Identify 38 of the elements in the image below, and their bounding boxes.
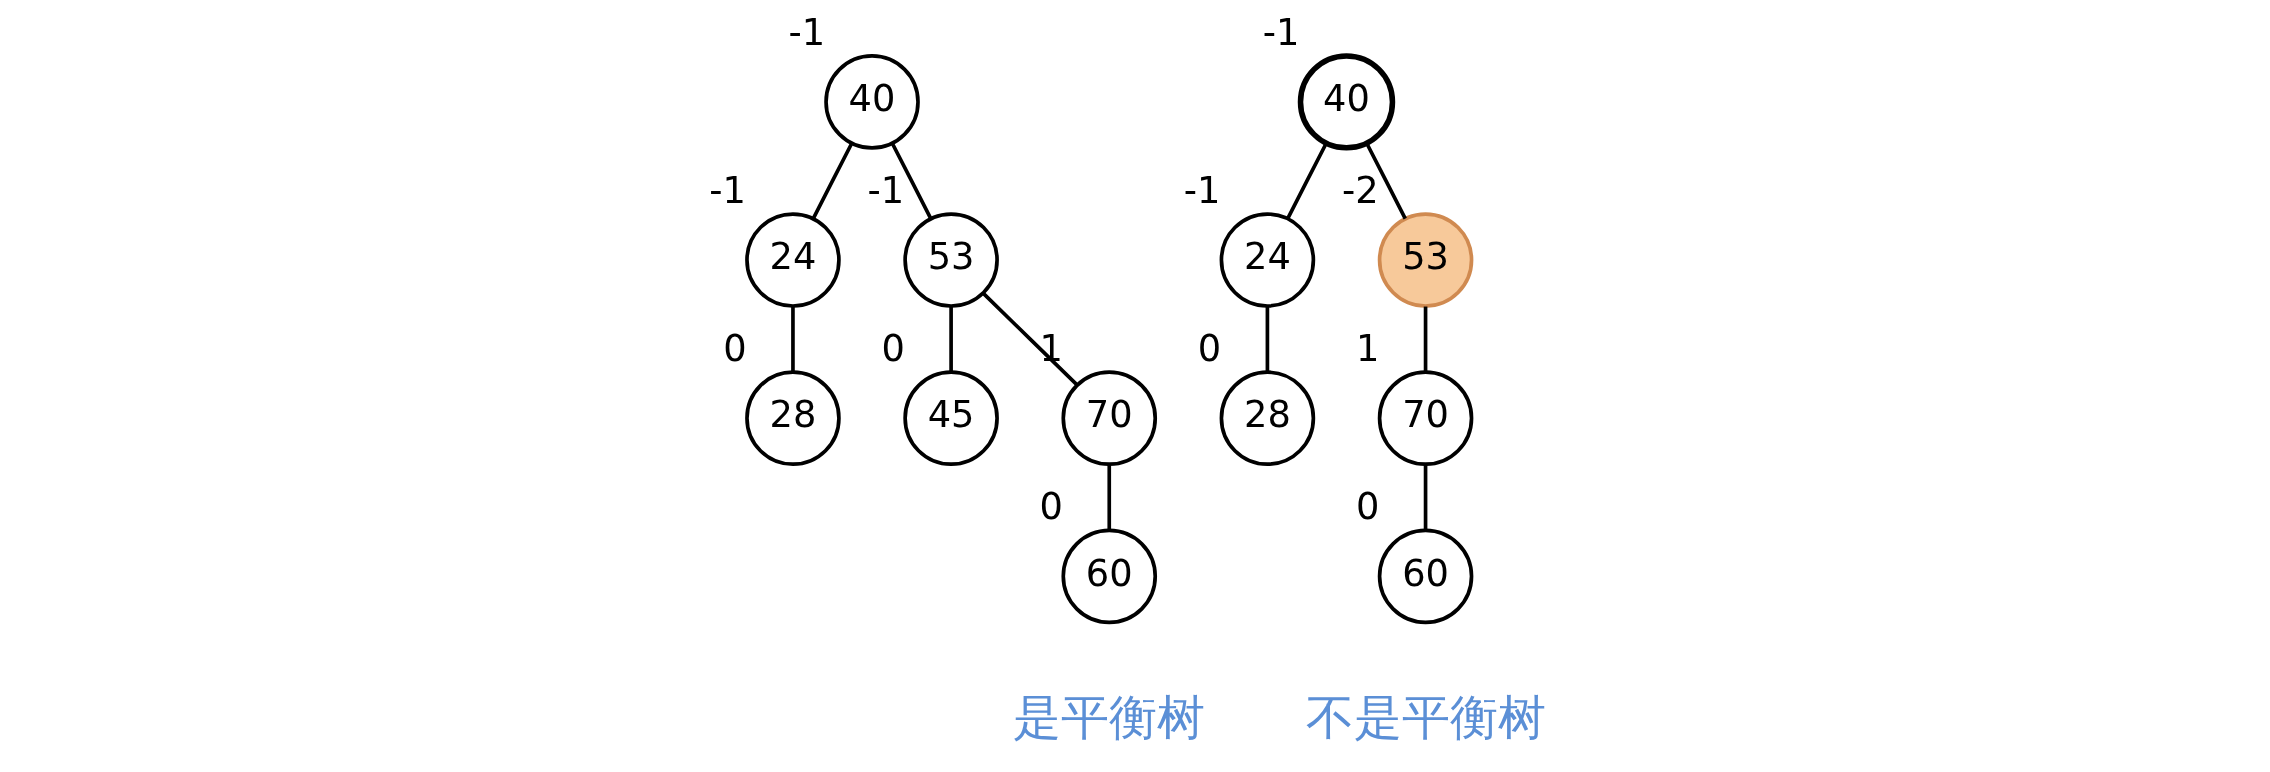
node-circle: 28 [1219,370,1316,466]
connector [949,306,953,372]
node-circle: 70 [1061,370,1158,466]
connector [981,291,1079,387]
label: 不是平衡树 [1305,690,1546,746]
node-label: 0 [1039,485,1064,529]
connector [1423,464,1428,530]
node-label: -1 [1183,169,1221,213]
node-label: 0 [1197,327,1222,371]
node-label: -2 [1341,169,1379,213]
node-label: -1 [867,169,905,213]
node-label: 0 [1355,485,1380,529]
node-circle: 28 [745,370,841,466]
connector [1286,142,1328,220]
node-label: 0 [881,327,905,371]
node-circle: 60 [1061,528,1158,625]
node-circle: 53 [1377,212,1474,308]
node-circle: 70 [1377,370,1474,466]
node-label: -1 [1262,10,1300,54]
connector [791,306,795,372]
node-label: -1 [709,169,746,213]
node-circle: 53 [903,212,999,308]
connector [1423,306,1428,372]
connector [1365,142,1407,220]
connector [811,142,854,220]
label: 是平衡树 [1013,690,1206,746]
node-circle: 40 [1297,53,1396,151]
node-label: 1 [1355,327,1380,371]
node-circle: 24 [745,212,841,308]
connector [1107,464,1112,530]
node-circle: 60 [1377,528,1474,625]
node-circle: 24 [1219,212,1316,308]
node-circle: 45 [903,370,999,466]
connector [890,142,933,220]
node-label: -1 [788,10,826,54]
connector [1265,306,1270,372]
node-label: 0 [723,327,747,371]
node-circle: 40 [824,54,920,150]
